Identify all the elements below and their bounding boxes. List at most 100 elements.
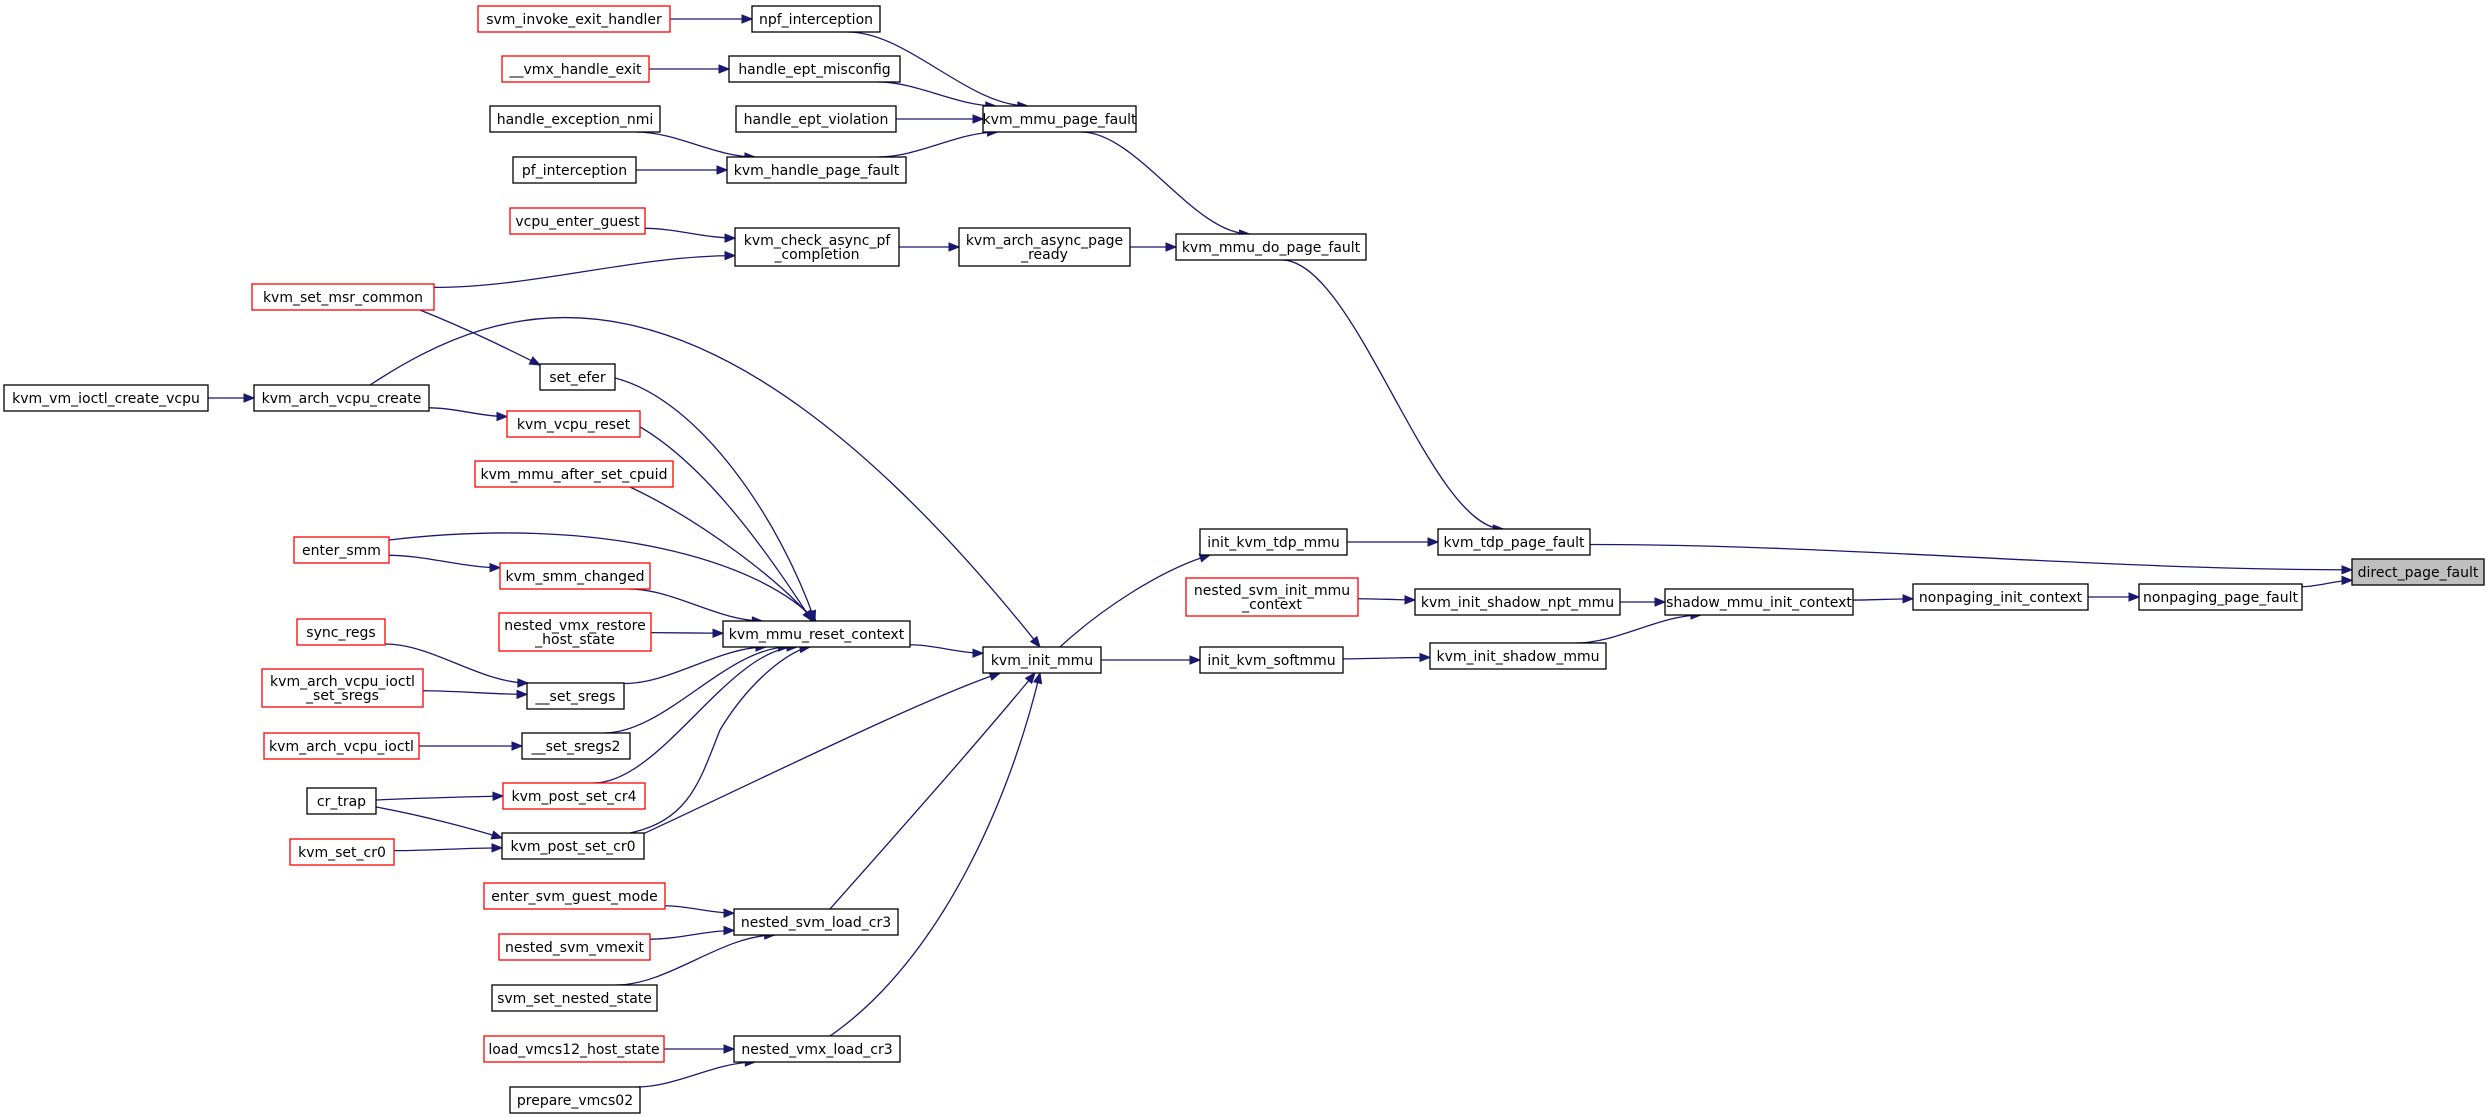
node-nested-vmx-load-cr3-label: nested_vmx_load_cr3 (741, 1042, 892, 1058)
node-init-kvm-tdp-mmu-box (1199, 528, 1348, 556)
node-kvm-mmu-reset-context-label: kvm_mmu_reset_context (729, 627, 905, 643)
node-direct-page-fault[interactable]: direct_page_fault (2351, 558, 2485, 586)
node-shadow-mmu-init-context[interactable]: shadow_mmu_init_context (1664, 588, 1854, 616)
node-set-sregs-box (526, 682, 625, 710)
edge-enter-smm-to-kvm-mmu-reset-context-arrowhead (805, 610, 817, 622)
node-kvm-handle-page-fault-label: kvm_handle_page_fault (734, 163, 900, 179)
node-vcpu-enter-guest[interactable]: vcpu_enter_guest (509, 207, 646, 235)
node-kvm-set-msr-common-label: kvm_set_msr_common (263, 290, 423, 306)
node-kvm-init-mmu[interactable]: kvm_init_mmu (982, 646, 1102, 674)
node-kvm-tdp-page-fault[interactable]: kvm_tdp_page_fault (1437, 528, 1591, 556)
node-handle-ept-misconfig-box (728, 55, 901, 83)
node-vcpu-enter-guest-label: vcpu_enter_guest (515, 214, 640, 230)
edge-kvm-set-msr-common-to-kvm-check-async-pf-completion-arrowhead (724, 250, 737, 261)
edge-sync-regs-to-set-sregs-arrowhead (517, 678, 530, 688)
node-kvm-handle-page-fault-box (726, 156, 907, 184)
node-nested-svm-load-cr3[interactable]: nested_svm_load_cr3 (733, 908, 899, 936)
edge-kvm-arch-vcpu-create-to-kvm-init-mmu-line (369, 317, 1041, 648)
edge-kvm-arch-async-page-ready-to-kvm-mmu-do-page-fault (1130, 242, 1178, 252)
node-load-vmcs12-host-state[interactable]: load_vmcs12_host_state (483, 1035, 665, 1063)
node-handle-ept-misconfig[interactable]: handle_ept_misconfig (728, 55, 901, 83)
node-kvm-arch-vcpu-ioctl-set-sregs[interactable]: kvm_arch_vcpu_ioctl_set_sregs (261, 668, 424, 708)
node-enter-smm[interactable]: enter_smm (293, 536, 390, 564)
edge-handle-ept-violation-to-kvm-mmu-page-fault-arrowhead (972, 114, 985, 124)
node-prepare-vmcs02-box (509, 1086, 641, 1114)
node-kvm-tdp-page-fault-label: kvm_tdp_page_fault (1443, 535, 1585, 551)
node-set-sregs[interactable]: __set_sregs (526, 682, 625, 710)
node-nested-svm-init-mmu-context[interactable]: nested_svm_init_mmu_context (1185, 577, 1359, 617)
edge-kvm-tdp-page-fault-to-direct-page-fault (1589, 543, 2354, 575)
node-init-kvm-tdp-mmu[interactable]: init_kvm_tdp_mmu (1199, 528, 1348, 556)
node-nested-vmx-restore-host-state-box (498, 612, 652, 652)
edge-nonpaging-init-context-to-nonpaging-page-fault-arrowhead (2128, 592, 2141, 602)
node-nested-vmx-restore-host-state[interactable]: nested_vmx_restore_host_state (498, 612, 652, 652)
node-vmx-handle-exit[interactable]: __vmx_handle_exit (501, 55, 650, 83)
node-kvm-mmu-reset-context[interactable]: kvm_mmu_reset_context (722, 620, 911, 648)
edge-kvm-post-set-cr4-to-kvm-mmu-reset-context-line (593, 646, 798, 784)
edge-kvm-set-msr-common-to-kvm-check-async-pf-completion (433, 250, 737, 289)
edge-vmx-handle-exit-to-handle-ept-misconfig (649, 64, 731, 74)
node-handle-exception-nmi-label: handle_exception_nmi (497, 112, 654, 128)
edge-kvm-tdp-page-fault-to-direct-page-fault-arrowhead (2341, 565, 2354, 575)
node-kvm-smm-changed[interactable]: kvm_smm_changed (499, 562, 651, 590)
node-enter-svm-guest-mode[interactable]: enter_svm_guest_mode (483, 882, 666, 910)
node-nested-svm-vmexit[interactable]: nested_svm_vmexit (498, 933, 651, 961)
node-init-kvm-softmmu[interactable]: init_kvm_softmmu (1199, 646, 1344, 674)
node-kvm-mmu-do-page-fault[interactable]: kvm_mmu_do_page_fault (1175, 233, 1367, 261)
node-nested-vmx-load-cr3[interactable]: nested_vmx_load_cr3 (733, 1035, 901, 1063)
edge-kvm-arch-vcpu-ioctl-to-set-sregs2-arrowhead (511, 741, 524, 751)
node-kvm-init-shadow-npt-mmu[interactable]: kvm_init_shadow_npt_mmu (1414, 588, 1621, 616)
node-kvm-mmu-after-set-cpuid[interactable]: kvm_mmu_after_set_cpuid (474, 460, 674, 488)
edge-nested-svm-load-cr3-to-kvm-init-mmu-line (829, 672, 1036, 910)
node-kvm-arch-async-page-ready-label-2: _ready (1020, 247, 1068, 263)
edge-kvm-arch-vcpu-create-to-kvm-vcpu-reset (428, 407, 509, 422)
node-handle-exception-nmi[interactable]: handle_exception_nmi (489, 105, 661, 133)
edge-sync-regs-to-set-sregs (384, 643, 530, 688)
node-kvm-mmu-after-set-cpuid-box (474, 460, 674, 488)
node-kvm-post-set-cr0[interactable]: kvm_post_set_cr0 (501, 832, 645, 860)
node-cr-trap[interactable]: cr_trap (306, 787, 377, 815)
node-kvm-set-msr-common-box (251, 283, 435, 311)
node-handle-ept-violation[interactable]: handle_ept_violation (735, 105, 897, 133)
edge-kvm-init-shadow-npt-mmu-to-shadow-mmu-init-context (1619, 597, 1667, 607)
node-npf-interception[interactable]: npf_interception (751, 5, 881, 33)
node-kvm-post-set-cr4[interactable]: kvm_post_set_cr4 (502, 782, 646, 810)
node-kvm-init-shadow-mmu[interactable]: kvm_init_shadow_mmu (1429, 642, 1607, 670)
node-kvm-vcpu-reset[interactable]: kvm_vcpu_reset (506, 410, 641, 438)
node-kvm-set-msr-common[interactable]: kvm_set_msr_common (251, 283, 435, 311)
node-kvm-init-shadow-mmu-label: kvm_init_shadow_mmu (1437, 649, 1600, 665)
node-kvm-arch-vcpu-ioctl[interactable]: kvm_arch_vcpu_ioctl (263, 732, 420, 760)
node-nonpaging-init-context[interactable]: nonpaging_init_context (1912, 583, 2089, 611)
node-init-kvm-tdp-mmu-label: init_kvm_tdp_mmu (1207, 535, 1340, 551)
node-kvm-mmu-page-fault[interactable]: kvm_mmu_page_fault (982, 105, 1137, 133)
node-cr-trap-label: cr_trap (317, 794, 366, 810)
node-svm-set-nested-state[interactable]: svm_set_nested_state (491, 984, 658, 1012)
edge-enter-svm-guest-mode-to-nested-svm-load-cr3 (664, 905, 736, 918)
node-kvm-mmu-do-page-fault-box (1175, 233, 1367, 261)
node-kvm-init-mmu-box (982, 646, 1102, 674)
node-kvm-check-async-pf-completion[interactable]: kvm_check_async_pf_completion (734, 227, 900, 267)
edge-nested-vmx-load-cr3-to-kvm-init-mmu-arrowhead (1032, 671, 1043, 685)
node-kvm-handle-page-fault[interactable]: kvm_handle_page_fault (726, 156, 907, 184)
node-kvm-arch-vcpu-create[interactable]: kvm_arch_vcpu_create (253, 384, 430, 412)
node-set-sregs2[interactable]: __set_sregs2 (521, 732, 631, 760)
node-load-vmcs12-host-state-box (483, 1035, 665, 1063)
node-kvm-arch-async-page-ready[interactable]: kvm_arch_async_page_ready (958, 227, 1131, 267)
edge-svm-invoke-exit-handler-to-npf-interception-arrowhead (741, 14, 754, 24)
edge-set-sregs2-to-kvm-mmu-reset-context-line (603, 646, 789, 734)
node-npf-interception-box (751, 5, 881, 33)
node-kvm-arch-vcpu-create-box (253, 384, 430, 412)
node-kvm-mmu-do-page-fault-label: kvm_mmu_do_page_fault (1182, 240, 1361, 256)
node-set-efer[interactable]: set_efer (539, 363, 616, 391)
node-sync-regs[interactable]: sync_regs (296, 618, 386, 646)
node-kvm-vm-ioctl-create-vcpu[interactable]: kvm_vm_ioctl_create_vcpu (3, 384, 209, 412)
node-enter-svm-guest-mode-label: enter_svm_guest_mode (491, 889, 657, 905)
node-pf-interception[interactable]: pf_interception (512, 156, 637, 184)
node-kvm-set-cr0[interactable]: kvm_set_cr0 (289, 838, 395, 866)
edge-kvm-arch-vcpu-ioctl-set-sregs-to-set-sregs-arrowhead (516, 689, 529, 700)
node-svm-invoke-exit-handler[interactable]: svm_invoke_exit_handler (477, 5, 671, 33)
node-nonpaging-page-fault[interactable]: nonpaging_page_fault (2138, 583, 2303, 611)
node-prepare-vmcs02[interactable]: prepare_vmcs02 (509, 1086, 641, 1114)
edge-nested-svm-init-mmu-context-to-kvm-init-shadow-npt-mmu-arrowhead (1404, 595, 1417, 605)
edge-kvm-arch-vcpu-create-to-kvm-init-mmu-arrowhead (1029, 635, 1041, 649)
